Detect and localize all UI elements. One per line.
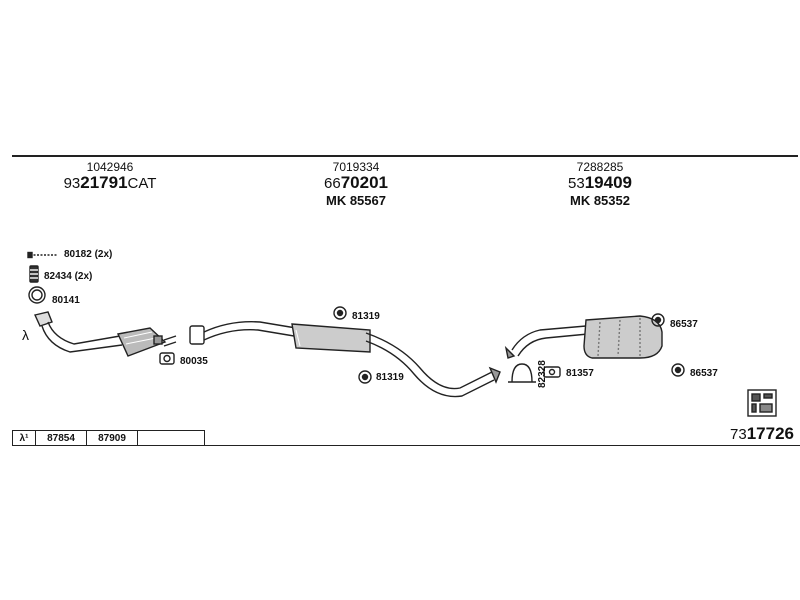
label-81319-lower: 81319 <box>376 372 404 383</box>
label-86537-upper: 86537 <box>670 319 698 330</box>
flange-gasket-icon <box>159 352 175 365</box>
hanger-ring-icon <box>651 313 665 327</box>
part-group-1: 1042946 9321791CAT <box>40 160 180 193</box>
part-group-3: 7288285 5319409 MK 85352 <box>530 160 670 209</box>
part-number: 7288285 <box>576 160 624 174</box>
mk-code: MK 85567 <box>326 193 386 208</box>
catalog-code: 9321791CAT <box>63 173 157 193</box>
lambda-sensor-symbol: λ <box>22 327 29 343</box>
label-82328: 82328 <box>537 360 548 388</box>
clamp-icon <box>508 363 536 383</box>
bracket-icon <box>543 366 561 378</box>
table-cell: λ¹ <box>13 431 36 445</box>
label-82434: 82434 (2x) <box>44 271 93 282</box>
hanger-ring-icon <box>671 363 685 377</box>
part-group-2: 7019334 6670201 MK 85567 <box>286 160 426 209</box>
label-80035: 80035 <box>180 356 208 367</box>
rear-silencer-shape <box>504 315 663 359</box>
middle-pipe-shape <box>189 321 501 398</box>
catalog-code: 5319409 <box>568 173 632 193</box>
label-86537-lower: 86537 <box>690 368 718 379</box>
hanger-ring-icon <box>333 306 347 320</box>
label-81319-upper: 81319 <box>352 311 380 322</box>
header-rule <box>12 155 798 157</box>
spring-icon <box>29 265 39 283</box>
part-number: 7019334 <box>332 160 380 174</box>
table-cell <box>138 431 204 445</box>
sensor-parts-table: λ¹ 87854 87909 <box>12 430 205 446</box>
catalog-code: 6670201 <box>324 173 388 193</box>
front-pipe-catalyst-shape <box>34 311 177 357</box>
diagram-reference-number: 7317726 <box>730 424 794 443</box>
label-80182: 80182 (2x) <box>64 249 113 260</box>
brand-logo-icon <box>747 389 777 417</box>
footer-rule <box>12 445 800 446</box>
table-cell: 87909 <box>87 431 138 445</box>
label-80141: 80141 <box>52 295 80 306</box>
part-number: 1042946 <box>86 160 134 174</box>
gasket-ring-icon <box>28 286 46 304</box>
table-cell: 87854 <box>36 431 87 445</box>
bolt-icon <box>27 251 58 259</box>
mk-code: MK 85352 <box>570 193 630 208</box>
hanger-ring-icon <box>358 370 372 384</box>
label-81357: 81357 <box>566 368 594 379</box>
